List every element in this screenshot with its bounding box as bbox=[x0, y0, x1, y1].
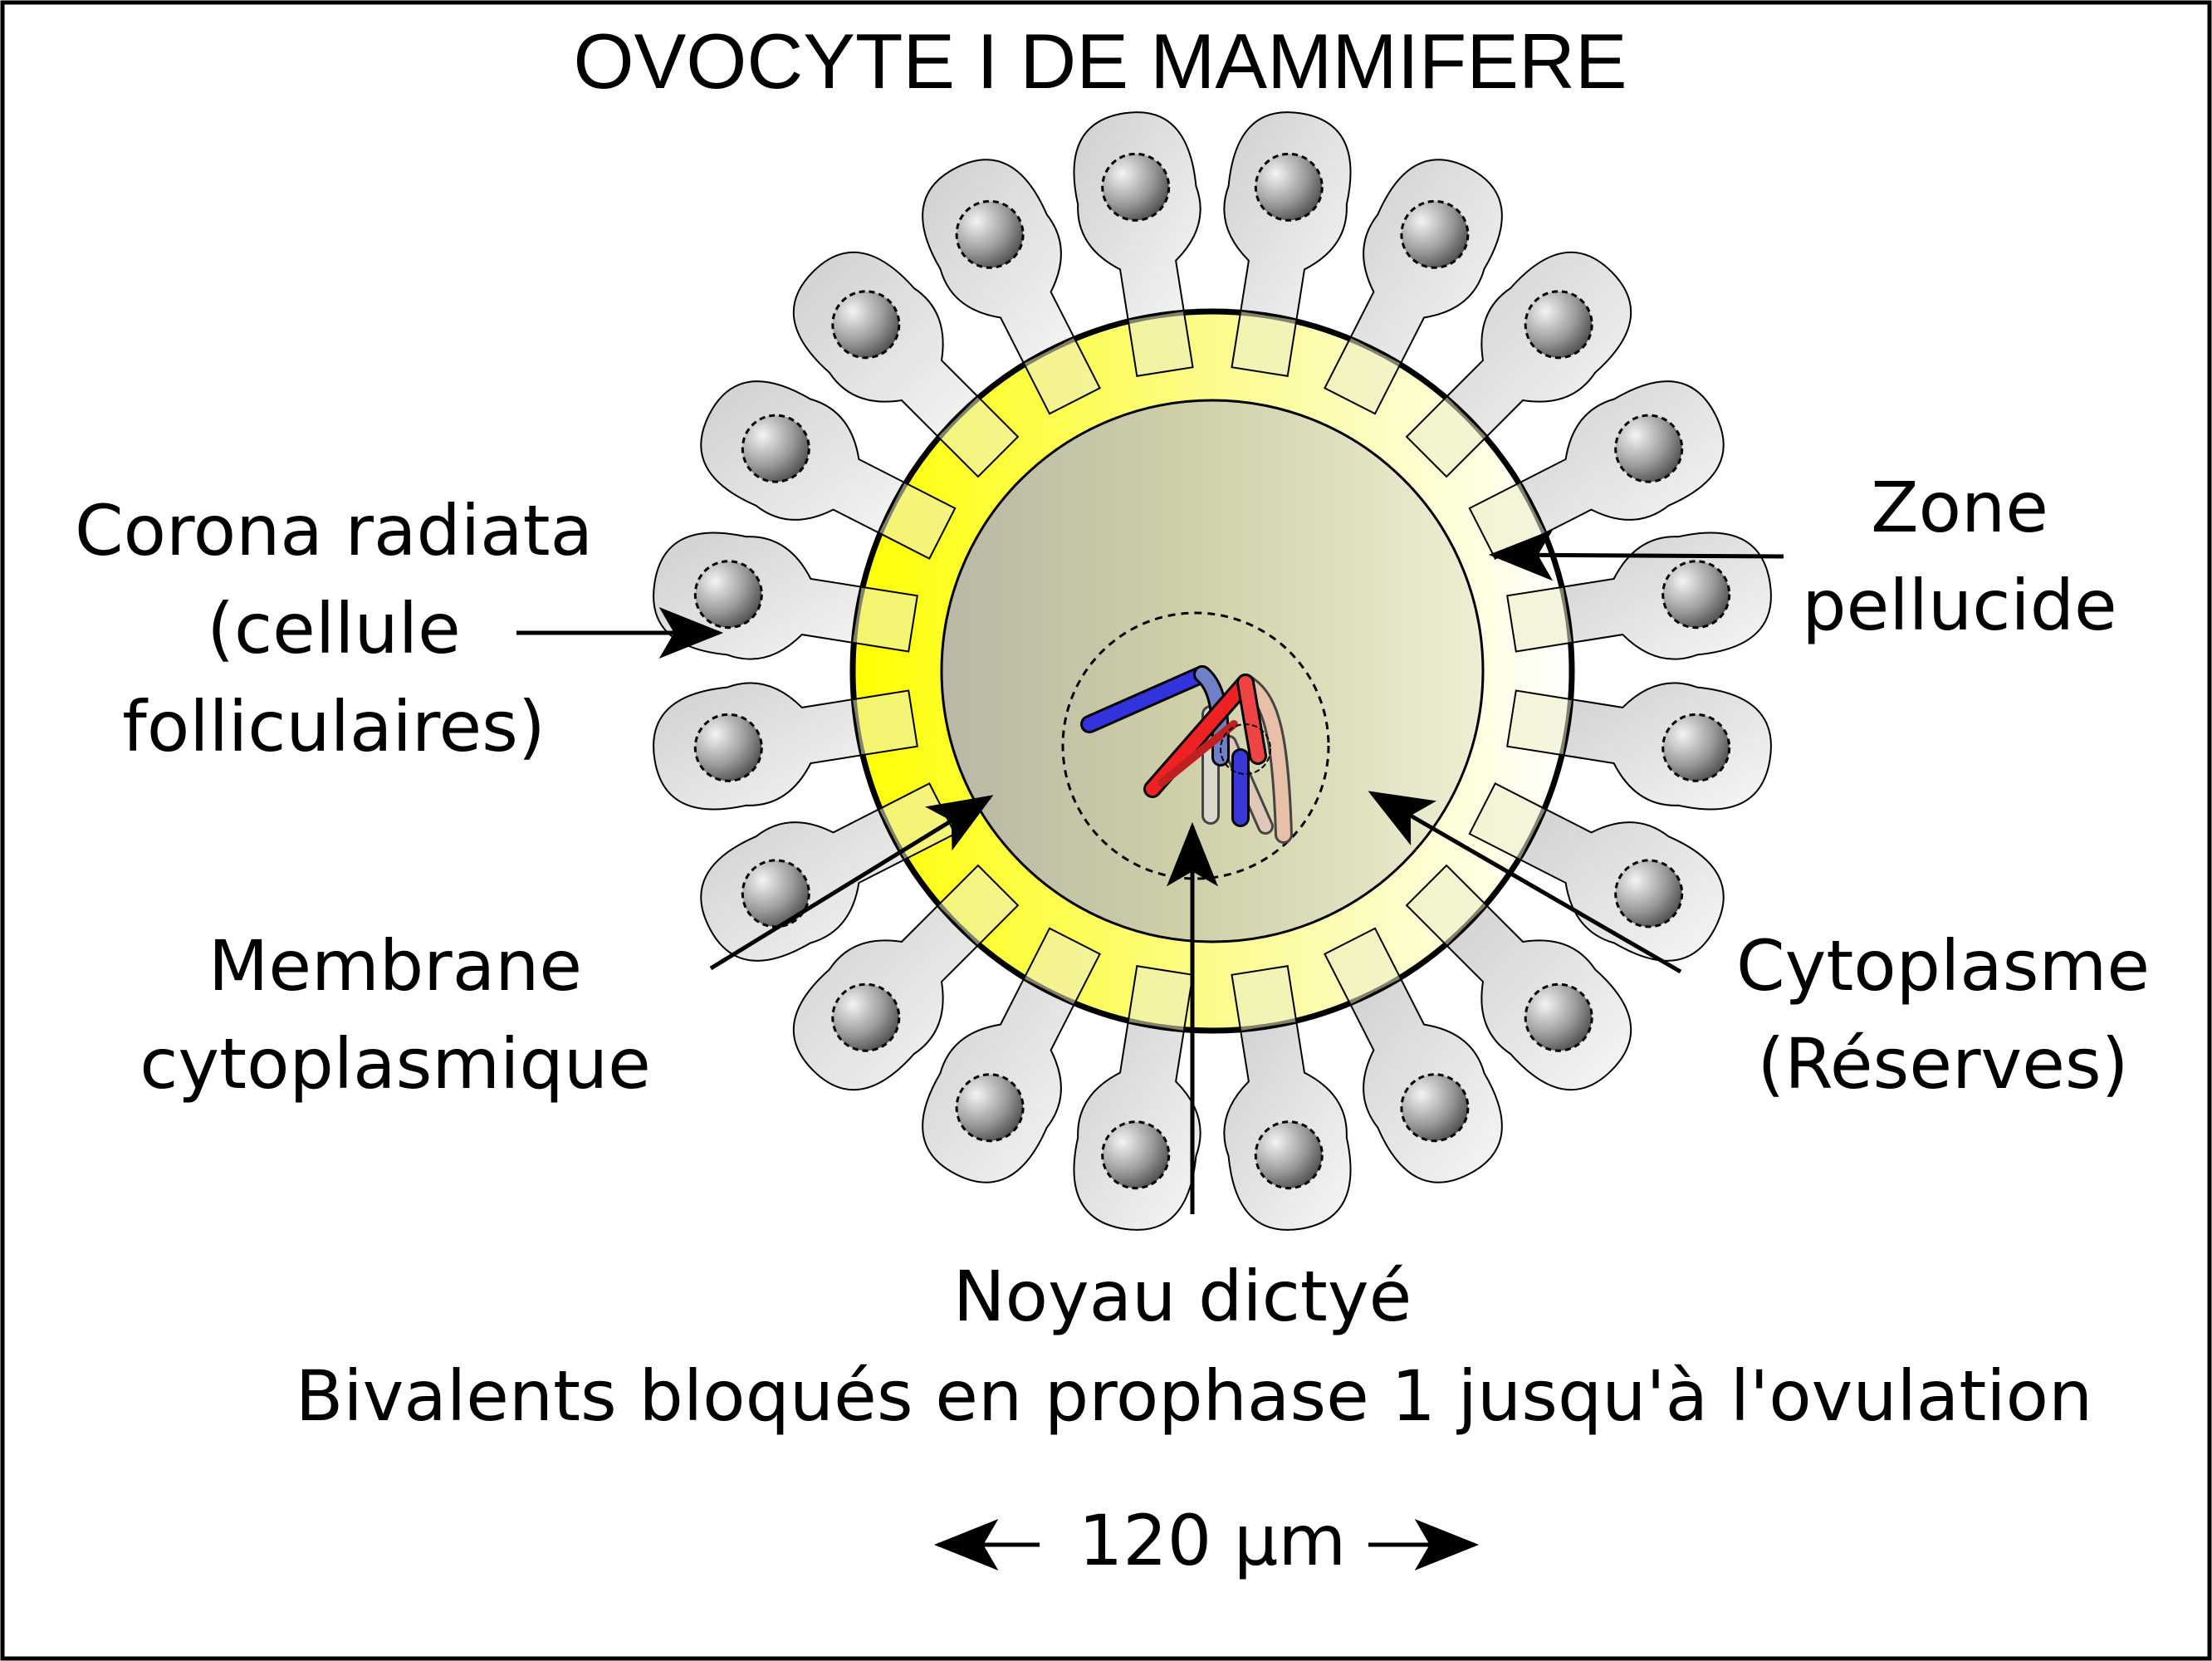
follicular-cell bbox=[1551, 682, 1772, 811]
cytoplasm-arrow bbox=[1368, 791, 1682, 974]
cell-projection bbox=[1405, 396, 1487, 478]
cell-projection bbox=[1324, 337, 1402, 415]
scale-label: 120 µm bbox=[1079, 1500, 1346, 1581]
follicular-cell-nucleus bbox=[831, 982, 901, 1052]
cell-projection bbox=[937, 396, 1020, 478]
corona-radiata bbox=[653, 111, 1772, 1231]
zone-line-2: pellucide bbox=[1802, 565, 2117, 646]
cell-projections bbox=[852, 311, 1573, 1031]
follicular-cell-nucleus bbox=[1254, 1120, 1324, 1190]
cell-projection bbox=[1127, 965, 1194, 1031]
cell-projection bbox=[937, 864, 1020, 946]
follicular-cell bbox=[1073, 111, 1201, 332]
follicular-cell-nucleus bbox=[1614, 859, 1684, 928]
cell-projection bbox=[1023, 927, 1101, 1005]
follicular-cell-nucleus bbox=[1254, 152, 1324, 222]
zone-line-1: Zone bbox=[1871, 467, 2048, 548]
follicular-cell-nucleus bbox=[1400, 1073, 1470, 1143]
zone-pellucide-arrow bbox=[1488, 529, 1784, 581]
follicular-cell-nucleus bbox=[831, 290, 901, 360]
cytoplasme-line-2: (Réserves) bbox=[1758, 1023, 2129, 1105]
follicular-cell-nucleus bbox=[693, 560, 763, 630]
cytoplasm bbox=[940, 399, 1485, 943]
membrane-line-2: cytoplasmique bbox=[139, 1023, 651, 1105]
follicular-cell-nucleus bbox=[1661, 713, 1731, 782]
noyau-line-1: Noyau dictyé bbox=[953, 1256, 1412, 1337]
follicular-cell-nucleus bbox=[1400, 199, 1470, 269]
cell-projection bbox=[1506, 689, 1573, 757]
follicular-cell-nucleus bbox=[741, 859, 810, 928]
cell-projection bbox=[1324, 927, 1402, 1005]
follicular-cell-nucleus bbox=[1101, 1120, 1171, 1190]
cell-projection bbox=[1023, 337, 1101, 415]
follicular-cell-nucleus bbox=[1524, 982, 1593, 1052]
follicular-cell bbox=[1223, 111, 1352, 332]
cell-projection bbox=[1127, 311, 1194, 377]
follicular-cell-nucleus bbox=[693, 713, 763, 782]
cell-projection bbox=[852, 689, 918, 757]
cell-projection bbox=[1405, 864, 1487, 946]
corona-line-2: (cellule bbox=[207, 588, 461, 669]
follicular-cell bbox=[653, 682, 874, 811]
corona-line-3: folliculaires) bbox=[122, 686, 545, 767]
follicular-cell-nucleus bbox=[1524, 290, 1593, 360]
follicular-cell-nucleus bbox=[1661, 560, 1731, 630]
cell-projection bbox=[1231, 965, 1298, 1031]
cell-projection bbox=[878, 482, 957, 560]
follicular-cell bbox=[1223, 1010, 1352, 1231]
membrane-line-1: Membrane bbox=[208, 925, 582, 1007]
follicular-cell bbox=[1073, 1010, 1201, 1231]
noyau-line-2: Bivalents bloqués en prophase 1 jusqu'à … bbox=[296, 1355, 2093, 1437]
label-cytoplasme: Cytoplasme (Réserves) bbox=[1736, 925, 2150, 1105]
cell-projection bbox=[1231, 311, 1298, 377]
bivalent-chromosomes bbox=[1080, 665, 1293, 844]
membrane-arrow bbox=[709, 795, 994, 971]
label-zone-pellucide: Zone pellucide bbox=[1802, 467, 2117, 646]
cell-projection bbox=[852, 586, 918, 653]
follicular-cell bbox=[700, 803, 916, 962]
cell-projection bbox=[1506, 586, 1573, 653]
diagram-title: OVOCYTE I DE MAMMIFERE bbox=[573, 17, 1627, 105]
follicular-cell-nucleus bbox=[741, 414, 810, 483]
corona-line-1: Corona radiata bbox=[75, 490, 593, 571]
follicular-cell-nucleus bbox=[1614, 414, 1684, 483]
follicular-cell bbox=[1551, 532, 1772, 660]
cell-projection bbox=[1468, 782, 1546, 860]
cytoplasme-line-1: Cytoplasme bbox=[1736, 925, 2150, 1007]
follicular-cell-nucleus bbox=[1101, 152, 1171, 222]
label-corona-radiata: Corona radiata (cellule folliculaires) bbox=[75, 490, 593, 767]
follicular-cell bbox=[922, 968, 1080, 1183]
follicular-cell-nucleus bbox=[955, 1073, 1025, 1143]
label-membrane: Membrane cytoplasmique bbox=[139, 925, 651, 1105]
label-noyau: Noyau dictyé Bivalents bloqués en propha… bbox=[296, 1256, 2093, 1437]
dictyate-nucleus bbox=[1061, 611, 1330, 880]
follicular-cell-nucleus bbox=[955, 199, 1025, 269]
